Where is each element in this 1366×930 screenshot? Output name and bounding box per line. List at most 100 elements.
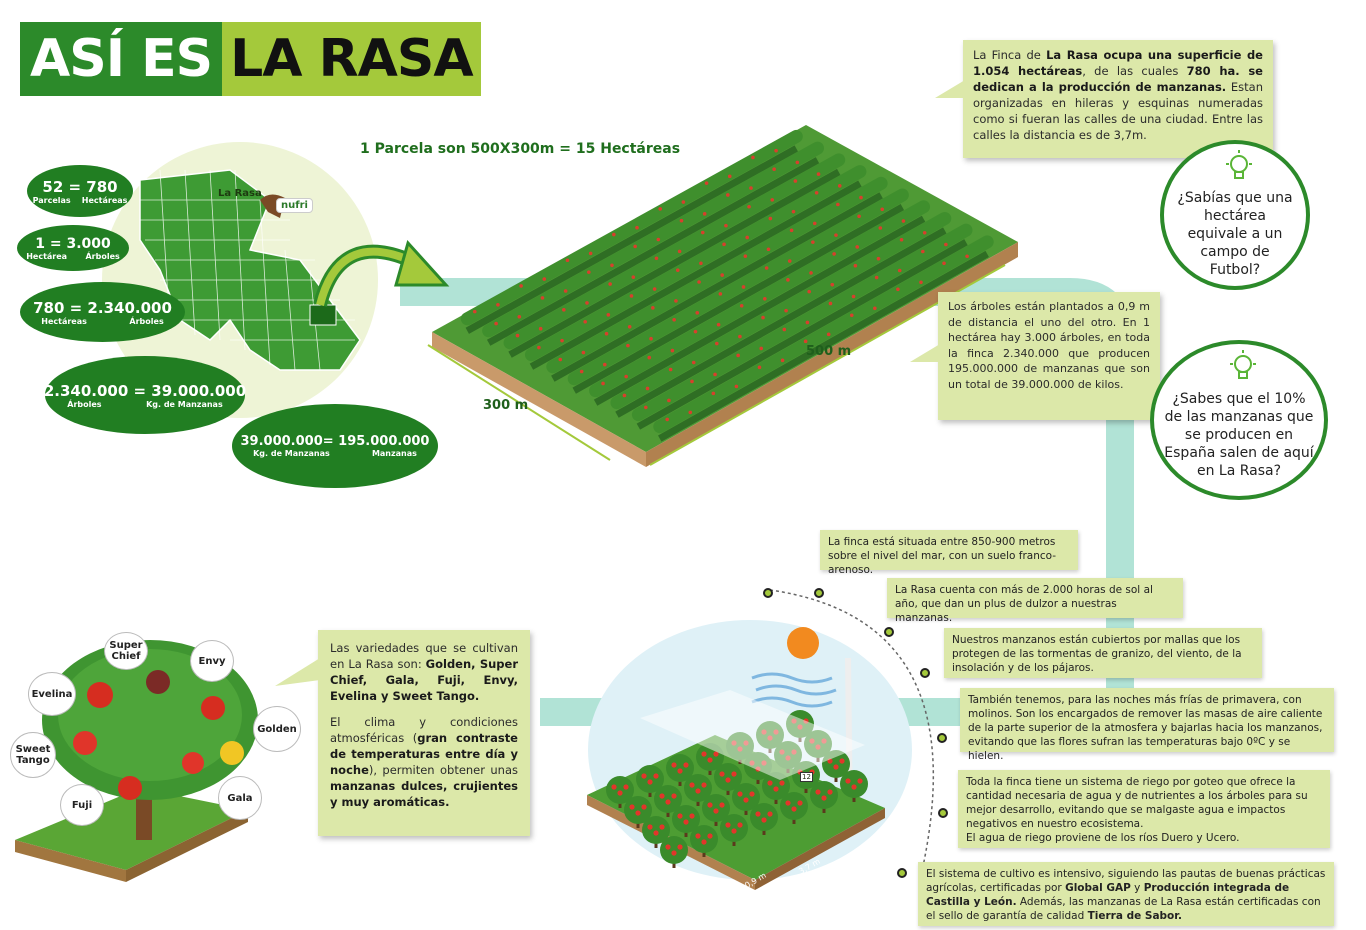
orchard-apple <box>683 762 689 768</box>
apple-dot <box>472 309 477 314</box>
orchard-apple <box>779 780 785 786</box>
orchard-apple <box>665 844 671 850</box>
apple-dot <box>745 235 749 240</box>
map-place-label: La Rasa <box>218 188 262 199</box>
apple-dot <box>724 223 728 228</box>
callout-pointer <box>935 80 965 98</box>
fact-bullet <box>920 668 930 678</box>
apple-dot <box>726 193 730 197</box>
orchard-apple <box>833 764 839 770</box>
orchard-apple <box>683 819 689 825</box>
apple-dot <box>741 285 746 289</box>
orchard-apple <box>839 758 845 764</box>
orchard-crown <box>714 763 742 791</box>
tag-golden: Golden <box>253 706 301 752</box>
orchard-apple <box>845 778 851 784</box>
orchard-apple <box>623 784 629 790</box>
apple-dot <box>836 202 840 207</box>
apple-dot <box>718 292 723 296</box>
orchard-apple <box>641 773 647 779</box>
apple-dot <box>859 195 863 200</box>
apple-dot <box>677 249 682 254</box>
orchard-apple <box>707 802 713 808</box>
orchard-crown <box>684 774 712 802</box>
circle-text: ¿Sabes que el 10% de las manzanas que se… <box>1164 391 1314 479</box>
apple-dot <box>878 226 883 230</box>
orchard-apple <box>677 768 683 774</box>
tree-row-shadow <box>486 157 820 346</box>
fact-text: Además, las manzanas de La Rasa están ce… <box>926 896 1321 922</box>
orchard-apple <box>719 771 725 777</box>
apple-dot <box>751 155 755 160</box>
apple-dot <box>787 259 792 263</box>
orchard-apple <box>737 822 743 828</box>
callout-pointer <box>275 658 320 686</box>
orchard-crown <box>624 796 652 824</box>
apple-dot <box>601 381 605 386</box>
orchard-apple <box>725 777 731 783</box>
apple-dot <box>770 198 775 202</box>
apple-dot <box>922 230 927 235</box>
fact-text: y <box>1130 882 1144 894</box>
apple-dot <box>851 294 856 299</box>
apple-dot <box>784 308 788 313</box>
info-bold: gran contraste de temperaturas entre día… <box>330 731 518 777</box>
apple-dot <box>583 319 587 324</box>
apple-dot <box>965 254 969 259</box>
apple-dot <box>834 233 838 237</box>
apple-dot <box>789 228 794 233</box>
fact-text: La Rasa cuenta con más de 2.000 horas de… <box>895 584 1153 624</box>
apple-dot <box>809 271 813 275</box>
apple-dot <box>658 207 662 211</box>
apple-dot <box>558 357 563 362</box>
fact-bullet <box>814 588 824 598</box>
orchard-apple <box>707 833 713 839</box>
tree-row-shadow <box>465 145 798 334</box>
equation-left-label: Hectáreas <box>41 316 87 326</box>
orchard-apple <box>677 813 683 819</box>
apple-dot <box>720 273 725 277</box>
tag-evelina: Evelina <box>28 672 76 716</box>
apple-dot <box>622 393 627 398</box>
info-text: Los árboles están plantados a 0,9 m de d… <box>948 300 1150 391</box>
equation-left-label: Hectárea <box>26 251 68 261</box>
apple-dot <box>805 320 810 325</box>
apple-dot <box>540 296 545 300</box>
orchard-apple <box>647 779 653 785</box>
apple-dot <box>651 306 655 310</box>
orchard-apple <box>731 828 737 834</box>
apple-dot <box>517 314 522 319</box>
apple-dot <box>667 398 671 403</box>
equation-value: 1 = 3.000 <box>35 235 111 252</box>
tag-fuji: Fuji <box>60 784 104 826</box>
info-text: Estan organizadas en hileras y esquinas … <box>973 80 1263 142</box>
apple-dot <box>670 348 675 353</box>
orchard-apple <box>695 833 701 839</box>
equation-right-label: Kg. de Manzanas <box>146 399 223 409</box>
orchard-crown <box>672 805 700 833</box>
orchard-apple <box>749 791 755 797</box>
lightbulb-icon <box>1230 350 1256 379</box>
apple-dot <box>645 386 650 391</box>
title-part-2: LA RASA <box>222 22 481 96</box>
orchard-apple <box>701 751 707 757</box>
orchard-illustration <box>587 620 912 890</box>
apple-dot <box>633 244 637 249</box>
apple-dot <box>697 280 701 284</box>
orchard-apple <box>713 751 719 757</box>
apple-dot <box>691 360 696 365</box>
fact-circle-football: ¿Sabías que una hectárea equivale a un c… <box>1160 140 1310 290</box>
apple-dot <box>608 282 612 286</box>
equation-value: 39.000.000= 195.000.000 <box>240 434 430 449</box>
apple-dot <box>579 369 584 374</box>
apple-dot <box>736 353 740 358</box>
apple-dot <box>747 204 751 209</box>
apple-dot <box>901 219 906 223</box>
lightbulb-icon <box>1226 150 1252 179</box>
tree-row-shadow <box>529 180 862 370</box>
apple-dot <box>811 240 815 244</box>
tree-row-shadow <box>572 203 905 394</box>
fact-circle-percent: ¿Sabes que el 10% de las manzanas que se… <box>1150 340 1328 500</box>
orchard-crown <box>666 754 694 782</box>
